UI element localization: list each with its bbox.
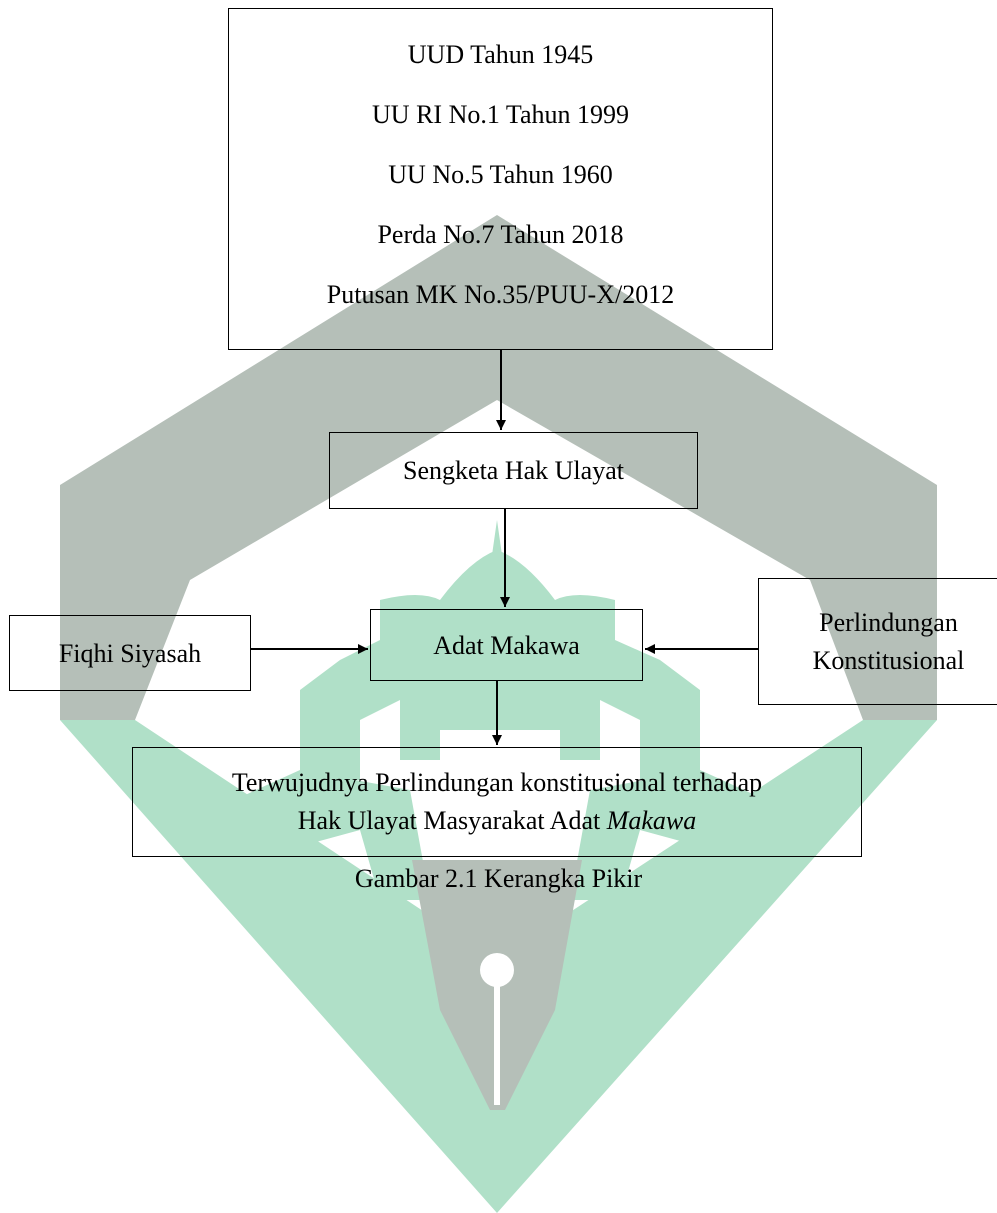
result-line2-text: Hak Ulayat Masyarakat Adat: [297, 806, 607, 835]
perlindungan-label-line1: Perlindungan: [819, 607, 958, 637]
result-line1: Terwujudnya Perlindungan konstitusional …: [231, 768, 763, 798]
adat-label: Adat Makawa: [433, 630, 580, 660]
watermark-mosque: [300, 550, 700, 780]
watermark-pen-slit: [494, 985, 500, 1105]
fiqhi-label: Fiqhi Siyasah: [58, 638, 202, 668]
adat-makawa-box: Adat Makawa: [370, 609, 643, 681]
watermark-inner-chevron-right: [570, 770, 810, 900]
perlindungan-konstitusional-box: Perlindungan Konstitusional: [758, 578, 997, 705]
result-line2: Hak Ulayat Masyarakat Adat Makawa: [298, 802, 697, 840]
legal-basis-item: Perda No.7 Tahun 2018: [377, 220, 624, 249]
sengketa-box: Sengketa Hak Ulayat: [329, 432, 698, 509]
watermark-mosque-spire: [492, 520, 502, 555]
legal-basis-item: UU No.5 Tahun 1960: [388, 160, 613, 189]
legal-basis-item: UUD Tahun 1945: [407, 40, 594, 69]
watermark-hexagon-frame: [60, 215, 937, 720]
result-box: Terwujudnya Perlindungan konstitusional …: [132, 747, 862, 857]
figure-caption: Gambar 2.1 Kerangka Pikir: [354, 864, 643, 893]
result-line2-italic: Makawa: [606, 806, 697, 835]
legal-basis-item: Putusan MK No.35/PUU-X/2012: [326, 280, 675, 309]
watermark-inner-chevron-left: [190, 770, 430, 900]
legal-basis-box: UUD Tahun 1945 UU RI No.1 Tahun 1999 UU …: [228, 8, 773, 350]
sengketa-label: Sengketa Hak Ulayat: [403, 456, 624, 485]
legal-basis-item: UU RI No.1 Tahun 1999: [372, 100, 629, 129]
perlindungan-label-line2: Konstitusional: [812, 645, 965, 675]
watermark-pen-hole: [480, 953, 514, 987]
fiqhi-siyasah-box: Fiqhi Siyasah: [9, 615, 251, 691]
